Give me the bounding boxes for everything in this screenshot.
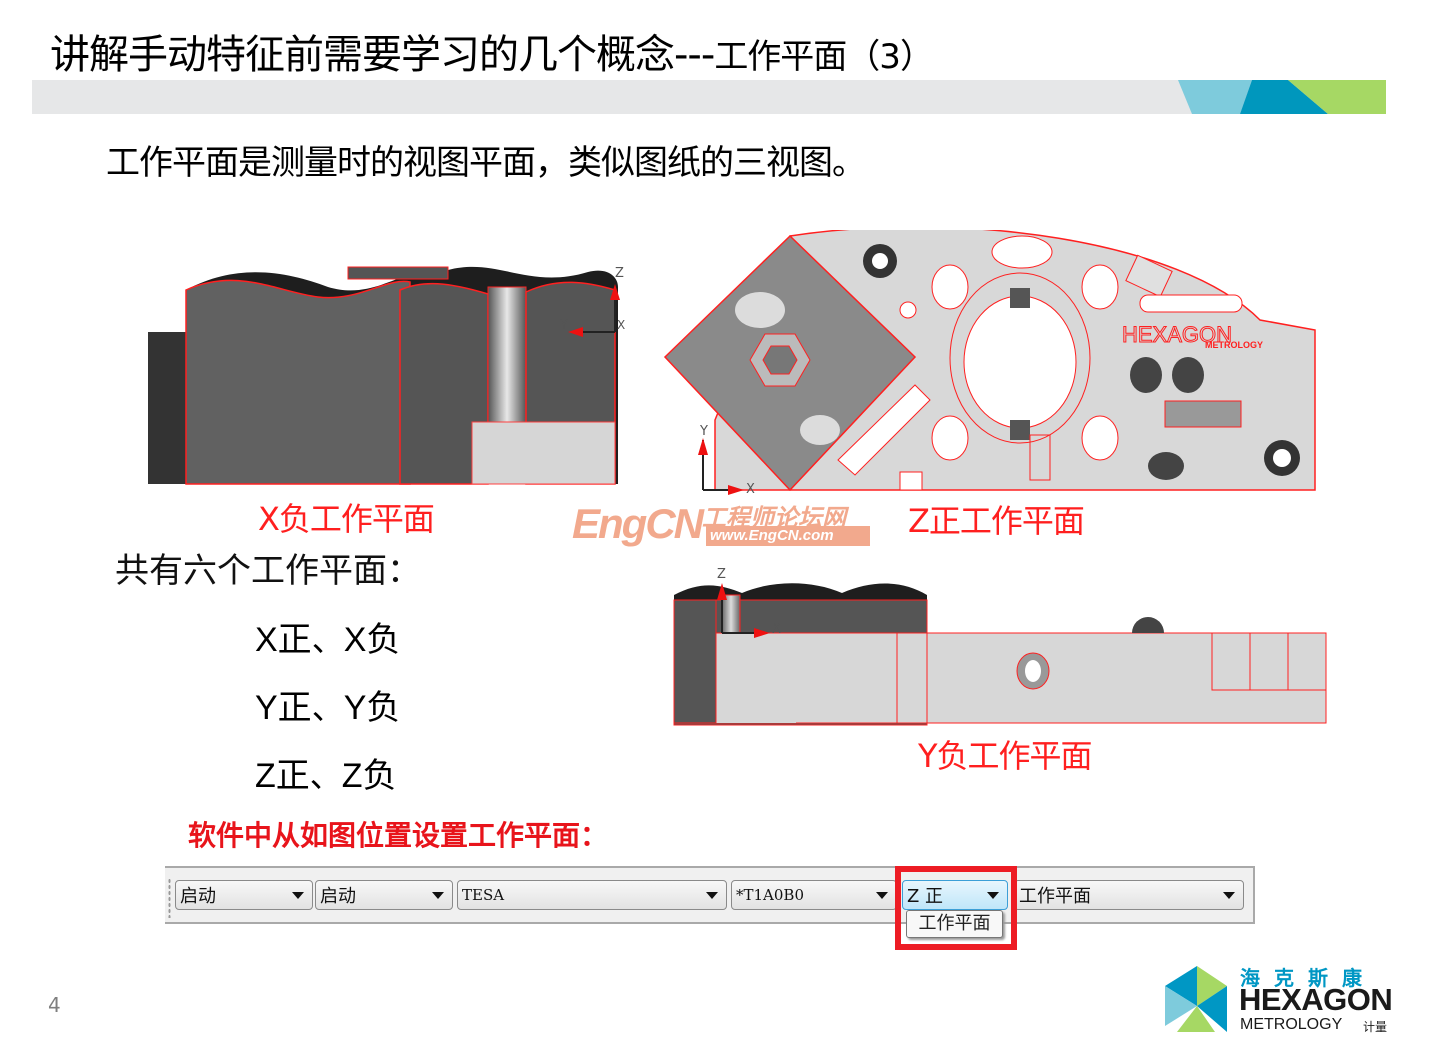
svg-text:X: X	[772, 622, 781, 637]
plane-line-y: Y正、Y负	[255, 689, 401, 727]
combo-startup-2[interactable]: 启动	[315, 880, 453, 910]
chevron-down-icon	[1223, 891, 1235, 899]
combo-probe[interactable]: TESA	[457, 880, 727, 910]
watermark-brand: EngCN	[572, 500, 704, 547]
combo-startup-1[interactable]: 启动	[175, 880, 313, 910]
y-negative-label: Y负工作平面	[918, 737, 1093, 775]
chevron-down-icon	[987, 891, 999, 899]
z-positive-label: Z正工作平面	[908, 502, 1085, 540]
title-main: 讲解手动特征前需要学习的几个概念---	[50, 32, 715, 78]
combo-projection-plane[interactable]: 工作平面	[1014, 880, 1244, 910]
combo-workplane[interactable]: Z 正	[902, 880, 1008, 910]
plane-line-x: X正、X负	[255, 621, 401, 659]
watermark-url: www.EngCN.com	[706, 526, 870, 546]
chevron-down-icon	[876, 891, 888, 899]
toolbar-grip-handle[interactable]	[168, 878, 171, 918]
chevron-down-icon	[706, 891, 718, 899]
x-negative-view-image: Z Y X	[148, 266, 625, 485]
highlight-box	[895, 866, 1017, 950]
logo-sub: METROLOGY	[1240, 1016, 1343, 1033]
svg-text:X: X	[617, 318, 625, 332]
page-title: 讲解手动特征前需要学习的几个概念---工作平面（3）	[50, 22, 934, 80]
logo-name: HEXAGON	[1239, 982, 1393, 1017]
svg-text:METROLOGY: METROLOGY	[1205, 340, 1263, 350]
axis-triad-icon: Z Y X	[559, 266, 625, 337]
title-sub: 工作平面（3）	[714, 37, 934, 77]
page-number: 4	[48, 993, 61, 1017]
subtitle: 工作平面是测量时的视图平面，类似图纸的三视图。	[106, 143, 866, 183]
logo-sub-cn: 计量	[1363, 1020, 1388, 1034]
hexagon-logo-icon	[1165, 966, 1227, 1032]
svg-text:X: X	[746, 482, 755, 495]
combo-tip[interactable]: *T1A0B0	[731, 880, 897, 910]
header-band	[32, 80, 1386, 114]
planes-intro: 共有六个工作平面：	[115, 551, 421, 591]
z-positive-view-image: HEXAGON METROLOGY Y X	[663, 230, 1316, 495]
y-negative-view-image: Z X	[673, 567, 1327, 726]
header-decoration-icon	[1178, 80, 1386, 114]
watermark: EngCN 工程师论坛网 www.EngCN.com	[572, 500, 872, 550]
logo-cn: 海克斯康	[1240, 966, 1376, 990]
svg-text:Z: Z	[615, 266, 624, 281]
chevron-down-icon	[432, 891, 444, 899]
axis-triad-icon: Y X	[698, 424, 755, 495]
settings-toolbar: 启动 启动 TESA *T1A0B0 Z 正 工作平面	[165, 866, 1255, 924]
tooltip: 工作平面	[906, 910, 1003, 938]
plane-line-z: Z正、Z负	[255, 757, 397, 795]
part-logo-text: HEXAGON	[1122, 322, 1232, 347]
axis-triad-icon: Z X	[717, 567, 781, 638]
hexagon-logo: 海克斯康 HEXAGON METROLOGY 计量	[1165, 962, 1393, 1037]
svg-text:Y: Y	[699, 424, 708, 439]
x-negative-label: X负工作平面	[258, 500, 435, 538]
svg-text:Y: Y	[559, 318, 568, 333]
instruction-text: 软件中从如图位置设置工作平面：	[188, 819, 609, 852]
chevron-down-icon	[292, 891, 304, 899]
svg-text:Z: Z	[717, 567, 726, 582]
